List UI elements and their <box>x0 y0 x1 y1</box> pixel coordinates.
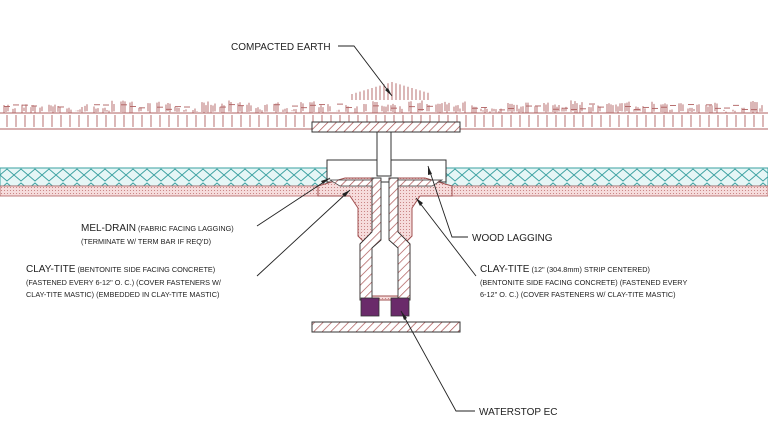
leader-compacted-earth <box>338 45 393 97</box>
label-clay-tite-left-title: CLAY-TITE <box>26 264 76 275</box>
pile-web <box>376 131 392 177</box>
label-clay-tite-right-line2: (BENTONITE SIDE FACING CONCRETE) (FASTEN… <box>480 278 687 287</box>
label-clay-tite-left-note: (BENTONITE SIDE FACING CONCRETE) <box>75 265 215 274</box>
label-waterstop: WATERSTOP EC <box>479 407 558 418</box>
arrow-compacted-earth <box>385 88 392 96</box>
clay-tite-layer-right <box>451 185 768 197</box>
leader-clay-tite-right <box>415 197 477 277</box>
pile-web-lower <box>328 177 444 301</box>
leader-mel-drain <box>256 177 331 227</box>
pile-top-flange <box>311 121 461 133</box>
arrow-mel-drain <box>321 178 330 184</box>
arrow-clay-tite-left <box>342 190 350 197</box>
drain-board-right <box>445 167 768 187</box>
drain-board-left <box>0 167 328 187</box>
label-wood-lagging: WOOD LAGGING <box>472 233 553 244</box>
pile-bottom-flange <box>311 321 461 333</box>
label-clay-tite-left-line2: (FASTENED EVERY 6-12" O. C.) (COVER FAST… <box>26 278 222 287</box>
concrete-pocket <box>317 177 453 301</box>
clay-tite-layer-left <box>0 185 319 197</box>
waterstop-right <box>390 297 410 317</box>
label-clay-tite-left-line3: CLAY-TITE MASTIC) (EMBEDDED IN CLAY-TITE… <box>26 290 219 299</box>
leader-waterstop <box>400 310 475 412</box>
label-mel-drain: MEL-DRAIN (FABRIC FACING LAGGING) <box>81 223 234 234</box>
compacted-earth-zone <box>0 82 768 130</box>
label-clay-tite-right-note: (12" (304.8mm) STRIP CENTERED) <box>529 265 649 274</box>
leader-wood-lagging <box>427 165 468 238</box>
arrow-clay-tite-right <box>416 198 423 206</box>
label-clay-tite-left: CLAY-TITE (BENTONITE SIDE FACING CONCRET… <box>26 264 215 275</box>
arrow-wood-lagging <box>428 166 432 175</box>
label-mel-drain-title: MEL-DRAIN <box>81 223 136 234</box>
leader-clay-tite-left <box>256 189 351 277</box>
label-clay-tite-right-title: CLAY-TITE <box>480 264 530 275</box>
arrow-waterstop <box>401 311 407 320</box>
label-mel-drain-note: (FABRIC FACING LAGGING) <box>136 224 234 233</box>
label-mel-drain-line2: (TERMINATE W/ TERM BAR IF REQ'D) <box>81 237 211 246</box>
label-compacted-earth: COMPACTED EARTH <box>231 42 331 53</box>
label-clay-tite-right-line3: 6-12" O. C.) (COVER FASTENERS W/ CLAY-TI… <box>480 290 676 299</box>
waterstop-left <box>360 297 380 317</box>
label-clay-tite-right: CLAY-TITE (12" (304.8mm) STRIP CENTERED) <box>480 264 650 275</box>
